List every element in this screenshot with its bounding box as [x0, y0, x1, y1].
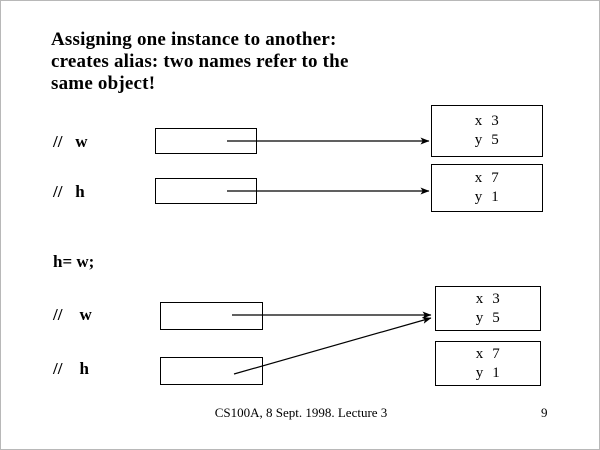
object-field-y: y 5	[474, 132, 500, 148]
pointer-cell-w-after	[160, 302, 263, 330]
variable-label-w-after: // w	[53, 305, 92, 324]
object-field-y: y 5	[475, 309, 501, 326]
object-field-x: x 7	[475, 345, 501, 362]
page-number: 9	[541, 405, 548, 420]
arrow-h-after-alias	[233, 316, 432, 375]
variable-label-h-after: // h	[53, 359, 89, 378]
page-title: Assigning one instance to another: creat…	[51, 29, 349, 94]
pointer-cell-h-before	[155, 178, 257, 204]
variable-label-h-before: // h	[53, 182, 85, 201]
assignment-statement: h= w;	[53, 252, 95, 271]
object-box-after-1: x 3 y 5	[435, 286, 541, 331]
object-box-before-2: x 7 y 1	[431, 164, 543, 212]
object-field-y: y 1	[475, 364, 501, 381]
object-field-x: x 3	[475, 290, 501, 307]
object-field-x: x 3	[474, 113, 500, 129]
pointer-cell-h-after	[160, 357, 263, 385]
variable-label-w-before: // w	[53, 132, 88, 151]
object-box-after-2: x 7 y 1	[435, 341, 541, 386]
object-box-before-1: x 3 y 5	[431, 105, 543, 157]
pointer-cell-w-before	[155, 128, 257, 154]
object-field-x: x 7	[474, 170, 500, 186]
object-field-y: y 1	[474, 189, 500, 205]
footer-caption: CS100A, 8 Sept. 1998. Lecture 3	[214, 405, 388, 420]
